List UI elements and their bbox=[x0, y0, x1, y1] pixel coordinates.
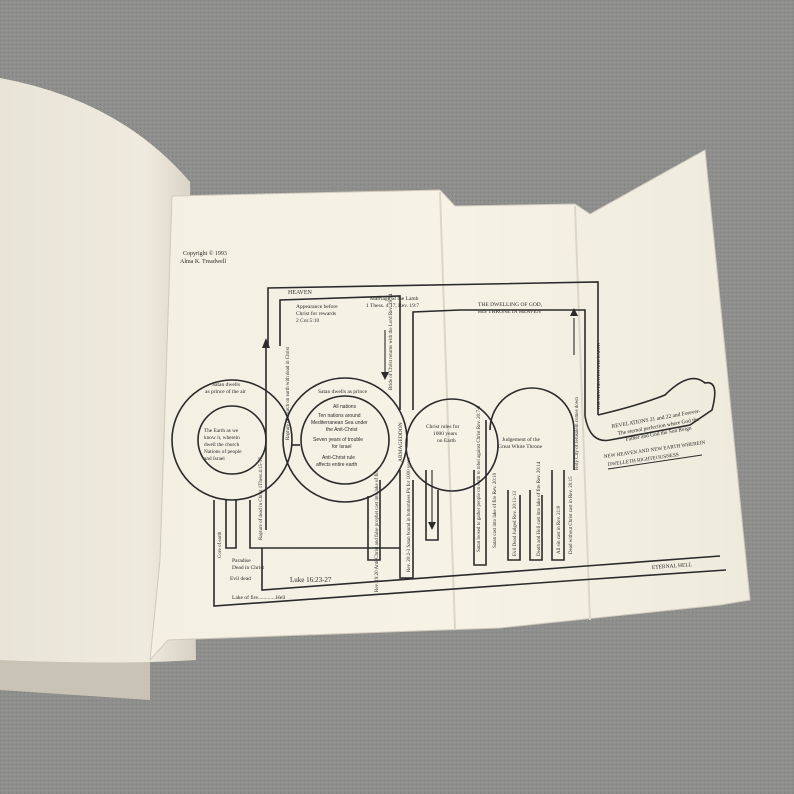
satan-air-text-1: Satan dwells bbox=[212, 382, 240, 388]
paradise-text-1: Paradise bbox=[232, 558, 251, 564]
nations-circle bbox=[300, 395, 390, 485]
nations-text-6: for Israel bbox=[332, 444, 351, 450]
marriage-text-2: 1 Thess. 4:17, Rev. 19:7 bbox=[366, 303, 419, 309]
hell-bottom-frame bbox=[213, 548, 727, 607]
christ-rules-text-3: on Earth bbox=[437, 438, 456, 444]
death-shaft bbox=[529, 490, 543, 561]
all-sin-text: All sin cast in Rev. 21:8 bbox=[557, 505, 562, 554]
eternal-hell-text: ETERNAL HELL bbox=[652, 562, 693, 571]
center-shaft-right bbox=[399, 470, 414, 579]
evil-judged-text: Evil Dead Judged Rev. 20:11-13 bbox=[513, 491, 518, 556]
earth-text-1: The Earth as we bbox=[204, 428, 239, 434]
bride-text: Bride of Christ returns with the Lord Re… bbox=[389, 293, 394, 390]
loosed-shaft bbox=[473, 420, 487, 566]
core-shaft bbox=[225, 500, 237, 549]
fold-line-1 bbox=[439, 191, 456, 631]
evil-dead-text: Evil dead bbox=[230, 576, 251, 582]
bride-arrowhead-icon bbox=[381, 372, 389, 380]
rev2023-text: Rev. 20:2-3 Satan bound in bottomless Pi… bbox=[407, 458, 412, 572]
dwelling-text-2: HIS THRONE IN HEAVEN bbox=[478, 309, 541, 315]
earth-text-4: Nations of people bbox=[204, 448, 242, 455]
nations-text-5: Seven years of trouble bbox=[313, 437, 363, 443]
rapture-church-text: Rapture of church on earth with dead in … bbox=[286, 346, 291, 440]
judgement-text-1: Judgement of the bbox=[502, 436, 540, 443]
marriage-text-1: Marriage of the Lamb bbox=[370, 295, 419, 302]
luke-text: Luke 16:23-27 bbox=[290, 576, 332, 584]
satan-loosed-text: Satan loosed to gather people on earth t… bbox=[477, 405, 482, 552]
nations-text-3: Mediterranean Sea under bbox=[311, 420, 368, 426]
fold-line-2 bbox=[574, 205, 591, 621]
christ-rules-circle bbox=[405, 398, 499, 492]
rev1920-text: Rev. 19:20 Anti-Christ and false prophet… bbox=[375, 469, 380, 592]
nations-text-1: All nations bbox=[333, 404, 357, 410]
left-book-page bbox=[0, 78, 196, 663]
nations-text-2: Ten nations around bbox=[318, 413, 361, 419]
earth-lower-walls bbox=[213, 500, 400, 555]
earth-text-2: know it, wherein bbox=[204, 435, 240, 441]
earth-text-5: and Israel bbox=[204, 456, 225, 462]
armageddon-text: ARMAGEDDON bbox=[398, 422, 404, 462]
pit-arrowhead-icon bbox=[428, 522, 436, 530]
copyright-line-1: Copyright © 1993 bbox=[183, 250, 227, 257]
new-heaven-wave bbox=[584, 377, 716, 442]
christ-rules-text-1: Christ rules for bbox=[426, 423, 459, 430]
dwelling-text-1: THE DWELLING OF GOD, bbox=[478, 302, 543, 308]
paradise-text-2: Dead in Christ bbox=[232, 565, 265, 571]
earth-text-3: dwell the church bbox=[204, 442, 240, 448]
judgement-text-2: Great White Throne bbox=[498, 444, 543, 450]
dead-without-text: Dead without Christ cast in Rev. 20:15 bbox=[569, 476, 574, 554]
lake-fire-text: Lake of fire.............Hell bbox=[232, 594, 286, 601]
holy-city-arrowhead-icon bbox=[570, 308, 578, 316]
satan-prince-text: Satan dwells as prince bbox=[318, 389, 368, 395]
appearance-text-2: Christ for rewards bbox=[296, 310, 336, 317]
appearance-text-1: Appearance before bbox=[296, 303, 338, 310]
earth-outer-circle bbox=[171, 379, 293, 501]
death-hell-text: Death and Hell cast into lake of fire Re… bbox=[537, 461, 542, 556]
nations-text-4: the Anit-Christ bbox=[326, 427, 358, 433]
christ-rules-text-2: 1000 years bbox=[433, 431, 457, 437]
satan-air-text-2: as prince of the air bbox=[205, 388, 246, 395]
sin-shaft bbox=[551, 470, 565, 561]
new-heaven-vertical-text: THE NEW HEAVEN AND EARTH bbox=[596, 342, 601, 410]
center-shaft-left bbox=[367, 480, 381, 561]
satan-cast-text: Satan cast into lake of fire Rev. 20:10 bbox=[493, 472, 498, 548]
new-earth-underline bbox=[607, 454, 703, 470]
earth-inner-circle bbox=[197, 405, 267, 475]
nations-text-7: Anti-Christ rule bbox=[322, 455, 355, 461]
heaven-label: HEAVEN bbox=[288, 290, 313, 296]
judged-shaft bbox=[507, 490, 521, 561]
rapture-dead-text: Rapture of dead in Christ 1Thess.4:15-17 bbox=[259, 457, 264, 540]
holy-city-text: Holy City of Jerusalem comes down bbox=[575, 397, 580, 470]
pit-shaft bbox=[425, 470, 439, 541]
heaven-frame bbox=[267, 281, 599, 416]
nations-text-8: affects entire earth bbox=[316, 462, 358, 468]
appearance-text-3: 2 Cor.5:10 bbox=[296, 318, 319, 324]
copyright-line-2: Alma K. Treadwell bbox=[180, 259, 226, 265]
judgement-arc bbox=[489, 387, 575, 470]
core-text: Core of earth bbox=[218, 531, 223, 558]
foldout-sheet bbox=[149, 149, 751, 662]
rapture-arrowhead-icon bbox=[262, 338, 270, 348]
